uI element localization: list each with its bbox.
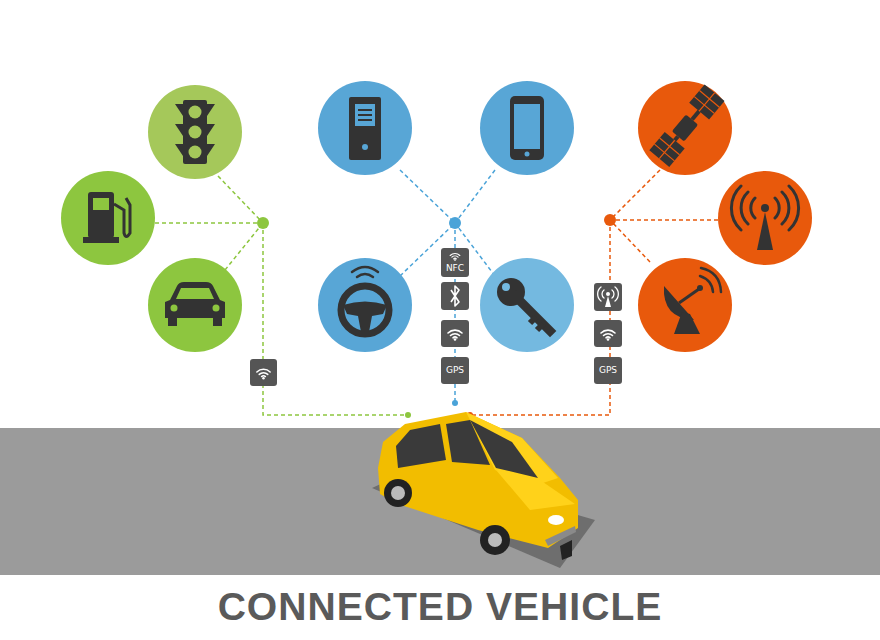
antenna-icon bbox=[718, 171, 812, 265]
title: CONNECTED VEHICLE bbox=[0, 585, 880, 629]
badge-label: NFC bbox=[441, 262, 469, 274]
blue-links bbox=[400, 170, 495, 403]
steering-wheel-icon bbox=[318, 258, 412, 352]
yellow-car bbox=[372, 412, 595, 568]
dish-icon bbox=[638, 258, 732, 352]
server-icon bbox=[318, 81, 412, 175]
badge-label: GPS bbox=[441, 364, 469, 376]
badge-label: GPS bbox=[594, 364, 622, 376]
car-icon bbox=[148, 258, 242, 352]
badges bbox=[250, 248, 622, 386]
satellite-icon bbox=[638, 81, 732, 175]
junction-dots bbox=[257, 214, 616, 418]
traffic-light-icon bbox=[148, 85, 242, 179]
fuel-pump-icon bbox=[61, 171, 155, 265]
phone-icon bbox=[480, 81, 574, 175]
key-icon bbox=[480, 258, 574, 352]
